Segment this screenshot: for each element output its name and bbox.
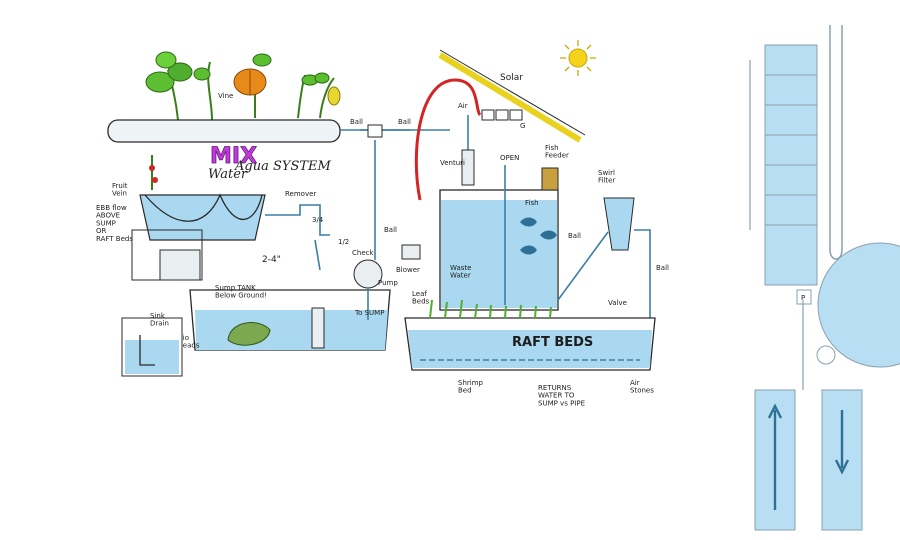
right-flow-diagram: P <box>749 25 900 531</box>
solar-panel: Solar G <box>438 49 586 143</box>
air-label: Air <box>458 102 468 110</box>
remover-label: Remover <box>285 190 316 198</box>
height-label: 2-4" <box>262 255 281 265</box>
check-label: Check <box>352 249 374 257</box>
bio-beads <box>227 322 271 346</box>
plant-icon <box>297 72 341 119</box>
g-label: G <box>520 122 525 130</box>
ball-label-4: Ball <box>568 232 581 240</box>
to-sump-label: To SUMP <box>354 309 384 317</box>
raft-beds-label: RAFT BEDS <box>512 335 593 350</box>
red-hose <box>414 78 482 201</box>
p-label: P <box>801 294 805 302</box>
blower: Blower <box>396 244 421 274</box>
fish-icon <box>520 217 557 255</box>
stacked-trays <box>764 44 818 286</box>
vine-label: Vine <box>218 92 233 100</box>
pumpkin-icon <box>233 53 272 118</box>
pump-label: Pump <box>378 279 398 287</box>
title-line2: Water <box>208 167 248 182</box>
valve-label: Valve <box>608 299 627 307</box>
leaf-beds-plants <box>429 299 552 319</box>
solar-label: Solar <box>500 73 523 83</box>
plant-icon <box>145 51 193 121</box>
top-plants: Vine <box>145 51 341 121</box>
title-line3: Agua SYSTEM <box>234 159 332 174</box>
dim-a-label: 3/4 <box>312 216 324 224</box>
bed-drain-pipes: Remover 3/4 1/2 2-4" <box>262 190 349 271</box>
sun-icon <box>560 40 596 76</box>
air-line: Air Venturi <box>440 102 475 186</box>
ball-label-3: Ball <box>384 226 397 234</box>
fish-label: Fish <box>525 199 539 207</box>
ball-label-5: Ball <box>656 264 669 272</box>
pump-system: Ball Ball Pump Check Ball To SUMP <box>350 118 411 320</box>
open-label: OPEN <box>500 154 519 162</box>
blower-label: Blower <box>396 266 420 274</box>
system-title: MIX Water Agua SYSTEM <box>208 144 332 182</box>
title-mix: MIX <box>210 144 257 169</box>
plant-icon <box>193 61 213 121</box>
ball-label-1: Ball <box>350 118 363 126</box>
dim-b-label: 1/2 <box>338 238 349 246</box>
ball-label-2: Ball <box>398 118 411 126</box>
venturi-label: Venturi <box>440 159 465 167</box>
